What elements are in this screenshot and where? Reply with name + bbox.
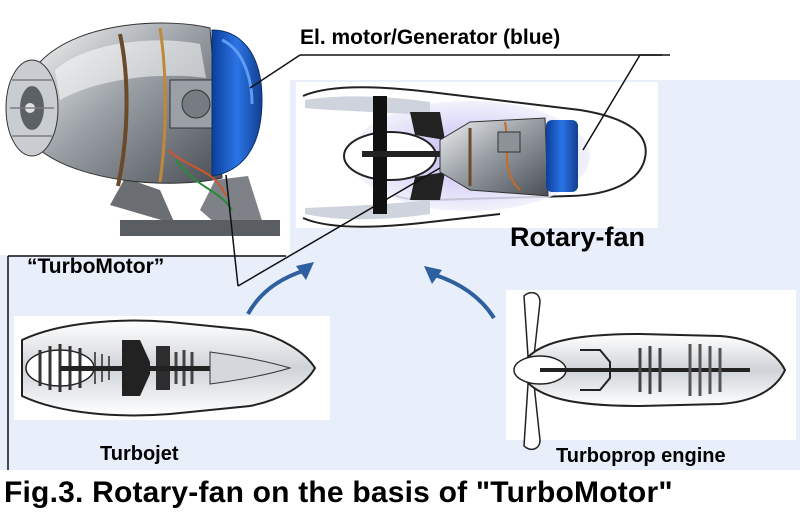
- turbomotor-photo: [5, 22, 280, 236]
- leader-lines: [7, 54, 670, 470]
- rotary-fan-nacelle-bottom: [302, 213, 501, 228]
- turbojet-illustration: [14, 316, 330, 420]
- figure-caption: Fig.3. Rotary-fan on the basis of "Turbo…: [4, 476, 673, 509]
- label-motor-generator: El. motor/Generator (blue): [300, 26, 561, 49]
- turboprop-propeller-bottom: [523, 383, 541, 451]
- rotary-fan-core-engine: [439, 117, 549, 197]
- turbomotor-generator-blue: [211, 29, 263, 177]
- arrows: [246, 262, 496, 320]
- label-turbojet: Turbojet: [100, 443, 179, 465]
- turboprop-illustration: [506, 290, 796, 451]
- label-rotary-fan: Rotary-fan: [510, 222, 646, 252]
- label-turbomotor: “TurboMotor”: [27, 255, 165, 278]
- turboprop-propeller-top: [523, 291, 541, 357]
- rotary-fan-generator-blue: [546, 120, 578, 192]
- rotary-fan-illustration: [296, 82, 658, 228]
- label-turboprop: Turboprop engine: [556, 445, 726, 467]
- arrow-turboprop-to-rotary-fan: [431, 272, 496, 320]
- arrow-turbojet-to-rotary-fan: [246, 268, 307, 315]
